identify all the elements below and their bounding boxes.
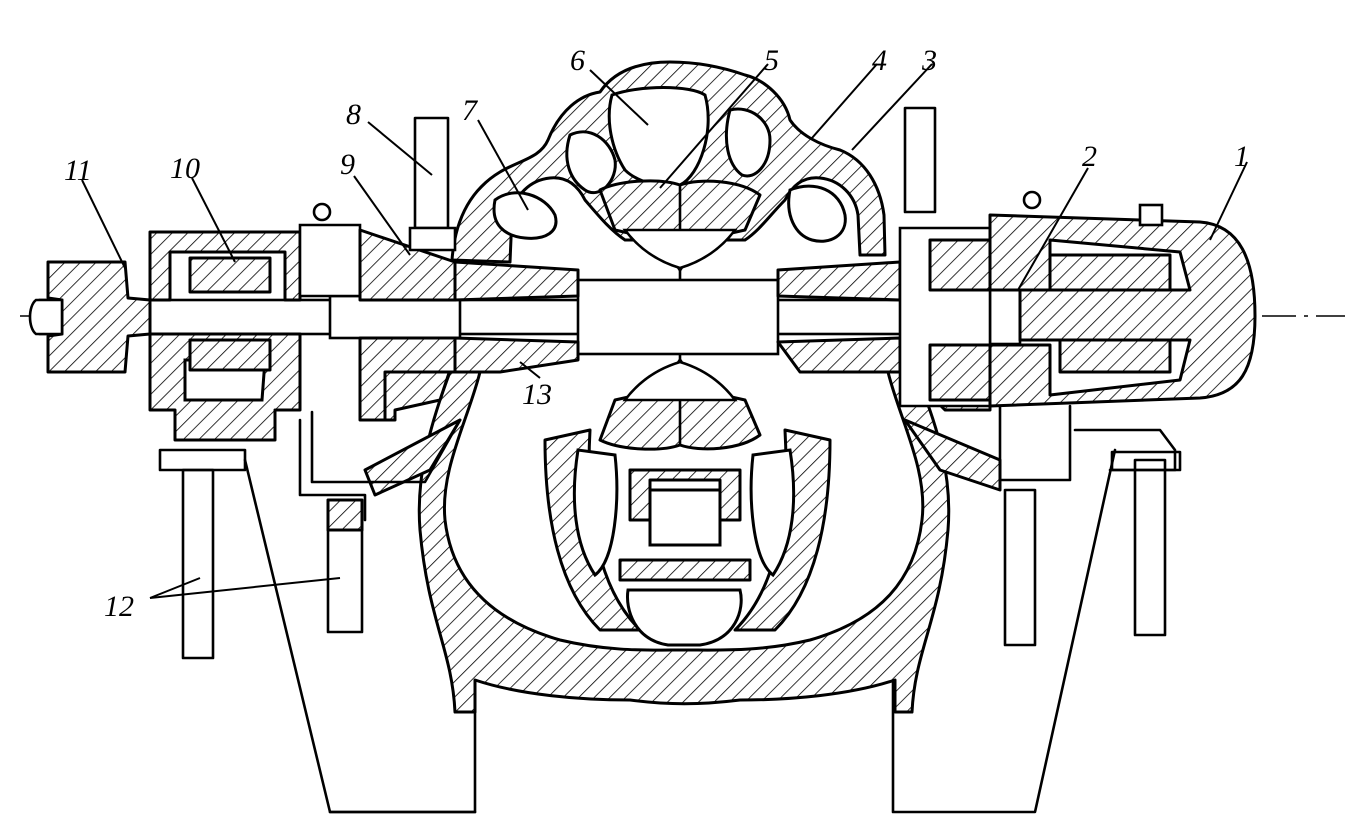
callout-6: 6 xyxy=(570,44,585,77)
right-bearing-assembly xyxy=(776,106,1257,647)
callout-9: 9 xyxy=(340,148,355,181)
impeller xyxy=(598,179,762,451)
callout-11: 11 xyxy=(64,154,92,187)
callout-8: 8 xyxy=(346,98,361,131)
callout-4: 4 xyxy=(872,44,887,77)
callout-10: 10 xyxy=(170,152,200,185)
callout-7: 7 xyxy=(462,94,479,127)
callout-labels: 1 2 3 4 5 6 7 8 9 10 11 12 13 xyxy=(64,44,1249,623)
callout-1: 1 xyxy=(1234,140,1249,173)
leader-lines xyxy=(81,63,1248,599)
callout-13: 13 xyxy=(522,378,552,411)
callout-2: 2 xyxy=(1082,140,1097,173)
base-pedestal xyxy=(243,448,1117,814)
callout-12: 12 xyxy=(104,590,134,623)
callout-5: 5 xyxy=(764,44,779,77)
lower-casing xyxy=(363,368,1002,714)
left-bearing-assembly xyxy=(28,116,580,660)
callout-3: 3 xyxy=(921,44,937,77)
